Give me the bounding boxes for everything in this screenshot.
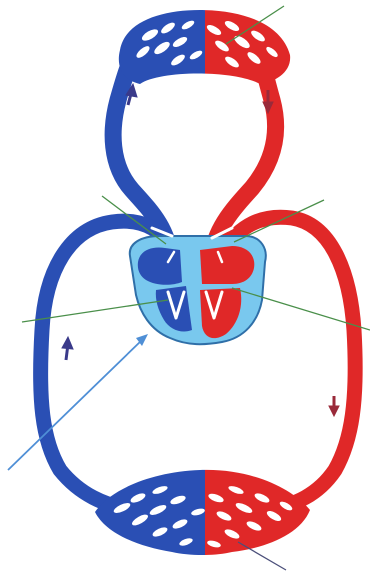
flow-arrow-up-left-bottom (62, 337, 73, 360)
flow-arrow-down-right-bottom (329, 396, 339, 416)
heart (130, 228, 266, 344)
body-capillaries (95, 470, 310, 555)
pointer-arrow-septum (8, 334, 148, 470)
lung-capillaries (119, 10, 290, 84)
label-line-body (238, 542, 286, 570)
left-atrium (200, 246, 254, 284)
